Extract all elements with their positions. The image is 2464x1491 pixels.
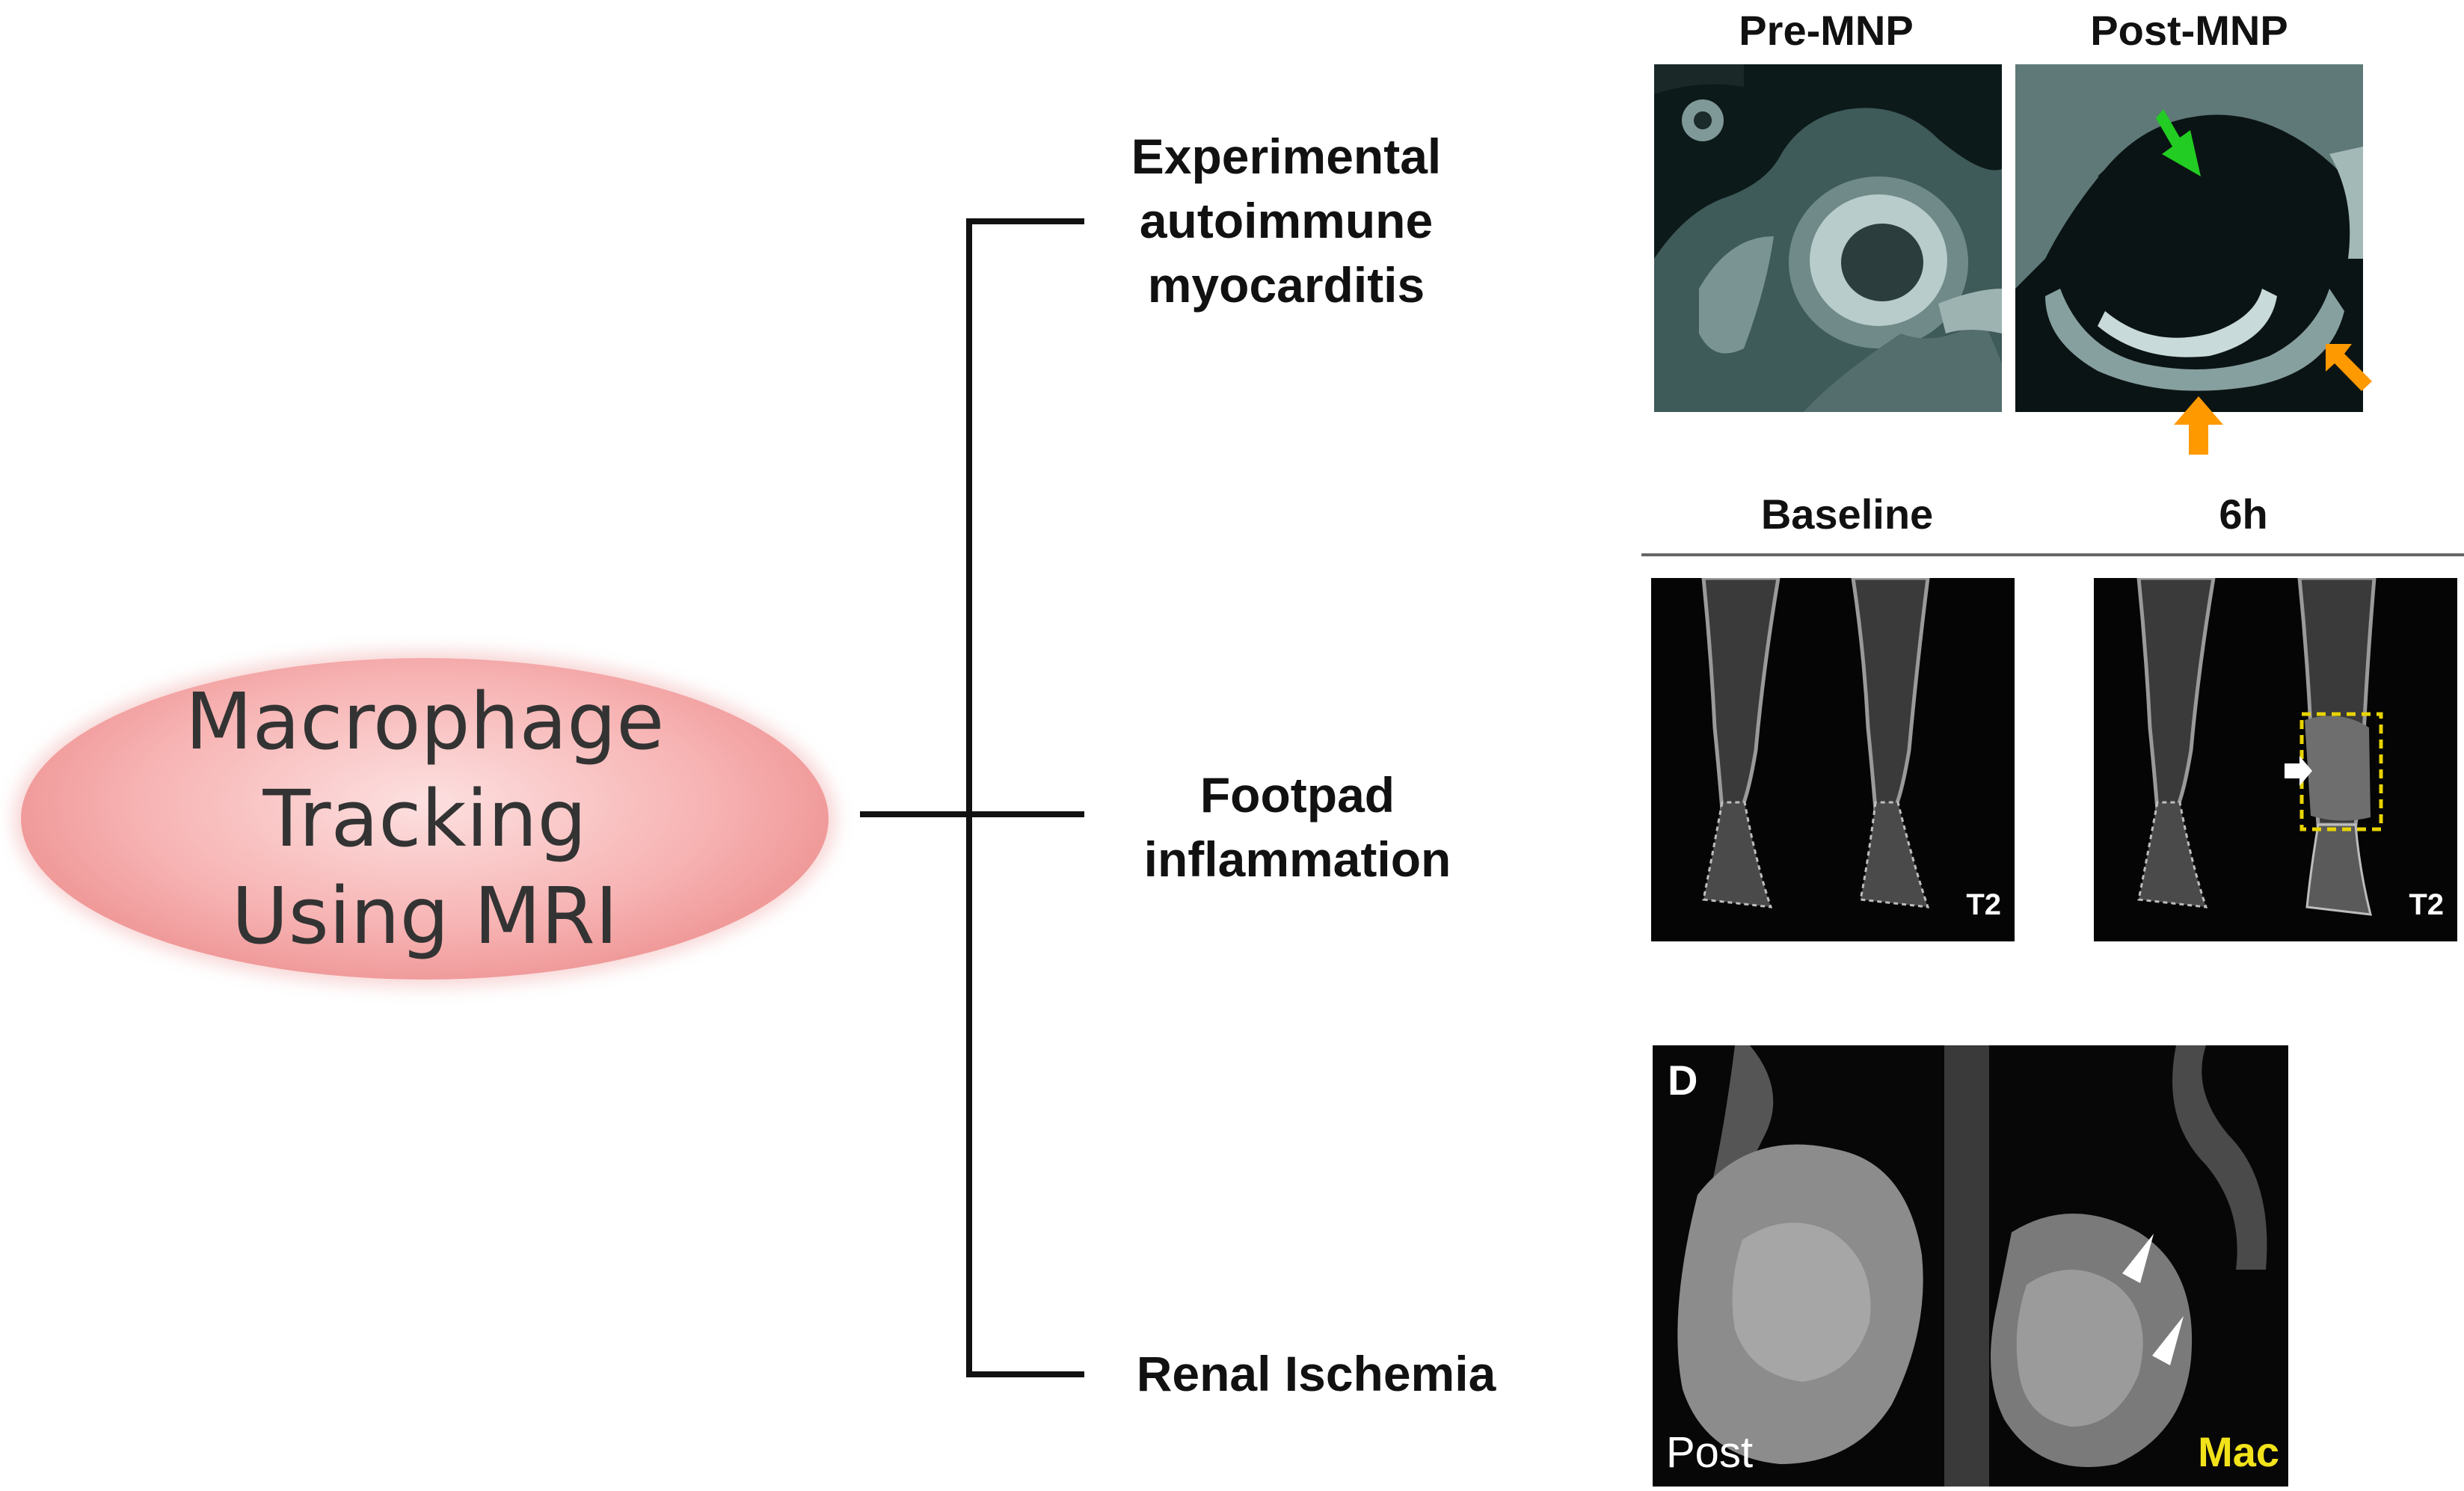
panel-heading-pre-mnp: Pre-MNP	[1739, 7, 1914, 54]
central-title: Macrophage Tracking Using MRI	[21, 658, 829, 980]
central-title-line1: Macrophage	[185, 676, 665, 767]
mri-image-6h: T2	[2094, 578, 2457, 941]
branch-label-renal: Renal Ischemia	[1099, 1341, 1533, 1406]
bracket-top-arm	[966, 218, 1084, 224]
label-line: Renal Ischemia	[1136, 1346, 1496, 1401]
panel-label-mac: Mac	[2198, 1428, 2279, 1475]
central-title-line2: Tracking	[262, 773, 587, 864]
label-line: Experimental	[1131, 129, 1442, 184]
bracket-bottom-arm	[966, 1371, 1084, 1377]
panel-heading-6h: 6h	[2219, 491, 2268, 538]
mri-image-baseline: T2	[1651, 578, 2015, 941]
connector-horizontal-main	[860, 811, 1084, 817]
label-line: inflammation	[1143, 831, 1451, 887]
panel-letter: D	[1668, 1057, 1698, 1104]
panel-label-post: Post	[1666, 1428, 1754, 1477]
label-line: autoimmune	[1139, 193, 1434, 248]
orange-arrow-icon	[2326, 344, 2372, 391]
mri-image-renal: D Post Mac	[1653, 1045, 2288, 1487]
central-ellipse	[21, 658, 829, 980]
branch-label-myocarditis: Experimental autoimmune myocarditis	[1069, 124, 1503, 317]
label-line: Footpad	[1199, 767, 1395, 823]
bracket-vertical	[966, 218, 972, 1377]
panel-tag-t2: T2	[2409, 888, 2444, 921]
panel-heading-baseline: Baseline	[1760, 491, 1934, 538]
panel-tag-t2: T2	[1966, 888, 2001, 921]
mri-image-post-mnp	[2015, 64, 2363, 412]
mri-image-pre-mnp	[1654, 64, 2002, 412]
branch-label-footpad: Footpad inflammation	[1084, 763, 1511, 891]
central-title-line3: Using MRI	[231, 870, 618, 962]
orange-arrow-icon	[2174, 396, 2223, 455]
panel-heading-post-mnp: Post-MNP	[2090, 7, 2288, 54]
heading-divider	[1641, 553, 2464, 556]
label-line: myocarditis	[1147, 257, 1425, 313]
